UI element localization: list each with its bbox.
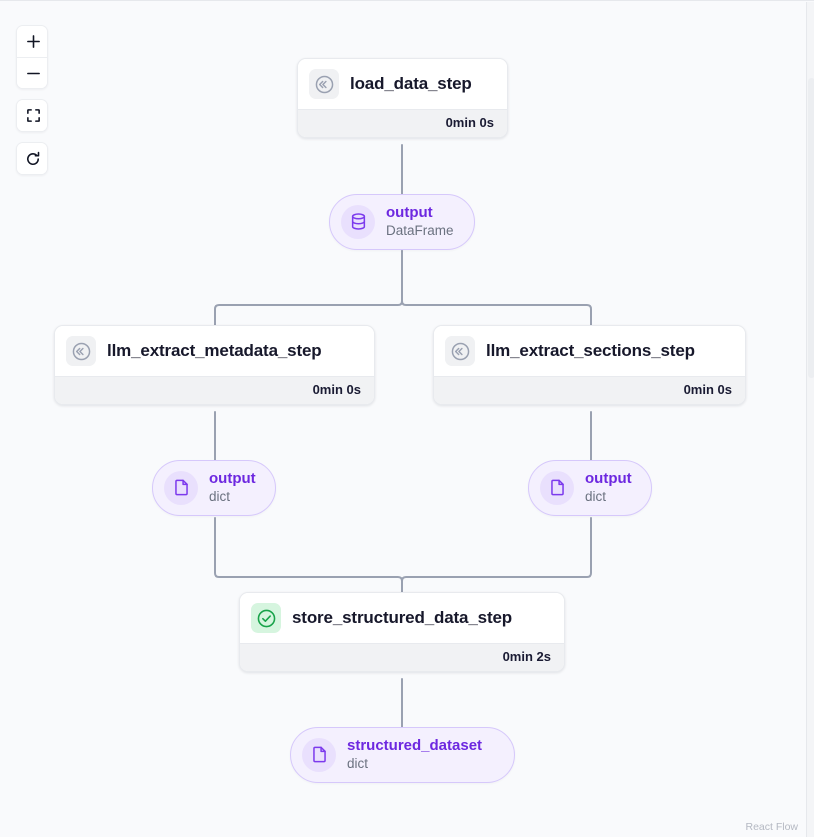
- artifact-type: dict: [209, 488, 231, 504]
- file-icon: [540, 470, 574, 505]
- step-header: llm_extract_sections_step: [434, 326, 745, 376]
- reset-control-group: [16, 142, 48, 175]
- step-header: llm_extract_metadata_step: [55, 326, 374, 376]
- chevrons-left-circle-icon: [309, 69, 339, 99]
- step-title: llm_extract_sections_step: [486, 341, 695, 360]
- step-title: llm_extract_metadata_step: [107, 341, 322, 360]
- artifact-name: output: [585, 470, 632, 487]
- fit-view-icon: [26, 108, 41, 123]
- chevrons-left-circle-icon: [445, 336, 475, 366]
- flow-controls: [16, 25, 48, 185]
- artifact-name: structured_dataset: [347, 737, 483, 754]
- step-duration: 0min 0s: [55, 376, 374, 404]
- step-node-store-structured-data-step[interactable]: store_structured_data_step 0min 2s: [239, 592, 565, 672]
- plus-icon: [26, 34, 41, 49]
- step-title: store_structured_data_step: [292, 608, 513, 627]
- database-icon: [341, 204, 375, 239]
- zoom-out-button[interactable]: [17, 57, 47, 88]
- react-flow-attribution[interactable]: React Flow: [745, 821, 798, 833]
- step-header: load_data_step: [298, 59, 507, 109]
- step-duration: 0min 2s: [240, 643, 564, 671]
- step-duration: 0min 0s: [434, 376, 745, 404]
- artifact-type: DataFrame: [386, 222, 454, 238]
- fit-view-button[interactable]: [17, 100, 47, 131]
- step-title: load_data_step: [350, 74, 472, 93]
- zoom-in-button[interactable]: [17, 26, 47, 57]
- edge-dict-right-to-store: [401, 517, 592, 593]
- chevrons-left-circle-icon: [66, 336, 96, 366]
- step-header: store_structured_data_step: [240, 593, 564, 643]
- reset-button[interactable]: [17, 143, 47, 174]
- artifact-node-structured-dataset[interactable]: structured_dataset dict: [290, 727, 515, 783]
- edge-output-to-metadata: [214, 250, 403, 326]
- artifact-type: dict: [585, 488, 607, 504]
- refresh-icon: [25, 151, 41, 167]
- zoom-control-group: [16, 25, 48, 89]
- step-node-llm-extract-metadata-step[interactable]: llm_extract_metadata_step 0min 0s: [54, 325, 375, 405]
- minus-icon: [26, 66, 41, 81]
- step-node-llm-extract-sections-step[interactable]: llm_extract_sections_step 0min 0s: [433, 325, 746, 405]
- artifact-text: structured_dataset dict: [347, 737, 482, 773]
- artifact-node-output-dataframe[interactable]: output DataFrame: [329, 194, 475, 250]
- vertical-scrollbar[interactable]: [806, 2, 814, 837]
- file-icon: [302, 737, 336, 772]
- file-icon: [164, 470, 198, 505]
- scrollbar-thumb[interactable]: [808, 78, 814, 378]
- artifact-text: output DataFrame: [386, 204, 454, 240]
- step-node-load-data-step[interactable]: load_data_step 0min 0s: [297, 58, 508, 138]
- edge-dict-left-to-store: [214, 517, 403, 593]
- edge-output-to-sections: [401, 250, 592, 326]
- artifact-text: output dict: [209, 470, 256, 506]
- artifact-name: output: [209, 470, 256, 487]
- artifact-text: output dict: [585, 470, 632, 506]
- artifact-type: dict: [347, 755, 369, 771]
- check-circle-icon: [251, 603, 281, 633]
- artifact-node-output-dict-right[interactable]: output dict: [528, 460, 652, 516]
- fit-view-control-group: [16, 99, 48, 132]
- artifact-name: output: [386, 204, 433, 221]
- artifact-node-output-dict-left[interactable]: output dict: [152, 460, 276, 516]
- step-duration: 0min 0s: [298, 109, 507, 137]
